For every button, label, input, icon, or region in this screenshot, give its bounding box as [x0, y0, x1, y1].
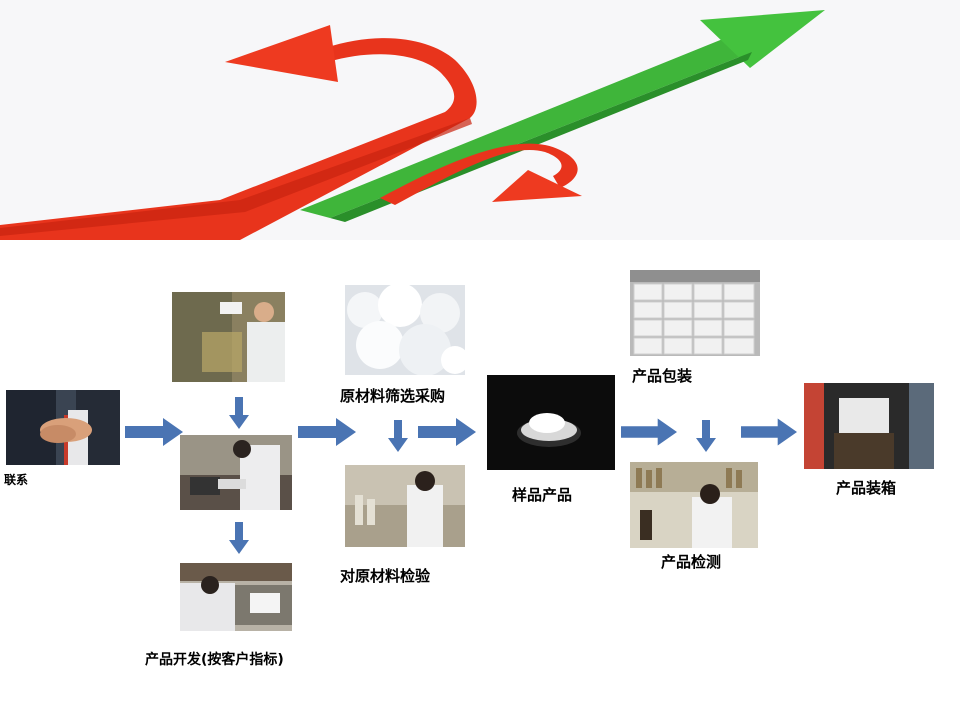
flow-arrow-down-icon: [229, 397, 249, 429]
step-label-boxing: 产品装箱: [836, 479, 897, 497]
step-label-sample: 样品产品: [512, 486, 573, 504]
lab-technician-photo: [345, 465, 465, 547]
sample-dish-photo: [487, 375, 615, 470]
red-curl-lower: [380, 143, 578, 205]
step-label-raw-purchase: 原材料筛选采购: [340, 387, 446, 405]
flow-arrow-down-icon: [696, 420, 716, 452]
flow-arrow-right-icon: [621, 418, 677, 446]
lab-scale-photo: [172, 292, 285, 382]
lab-grinding-photo: [180, 435, 292, 510]
lab-testing-photo: [630, 462, 758, 548]
red-arrow-head-top: [225, 25, 338, 82]
banner: [0, 0, 960, 240]
flow-arrow-down-icon: [388, 420, 408, 452]
flow-arrow-right-icon: [125, 418, 183, 446]
flow-arrow-right-icon: [298, 418, 356, 446]
rising-arrows-illustration: [0, 10, 825, 240]
step-label-raw-inspect: 对原材料检验: [340, 567, 431, 585]
green-arrow-head: [700, 10, 825, 68]
lab-fumehood-photo: [180, 563, 292, 631]
white-flakes-photo: [345, 285, 465, 375]
step-label-dev: 产品开发(按客户指标): [145, 652, 284, 668]
handshake-photo: [6, 390, 120, 465]
stacked-bags-photo: [630, 270, 760, 356]
red-arrow-shaft: [0, 38, 477, 240]
flow-arrow-right-icon: [741, 418, 797, 446]
step-label-testing: 产品检测: [661, 553, 722, 571]
step-label-packaging: 产品包装: [632, 367, 693, 385]
green-arrow-shaft: [300, 30, 752, 218]
red-arrow-shade: [0, 118, 472, 236]
step-label-contact: 联系: [4, 473, 29, 487]
container-loading-photo: [804, 383, 934, 469]
flow-arrow-right-icon: [418, 418, 476, 446]
flow-arrow-down-icon: [229, 522, 249, 554]
red-arrow-head-lower: [492, 170, 582, 202]
